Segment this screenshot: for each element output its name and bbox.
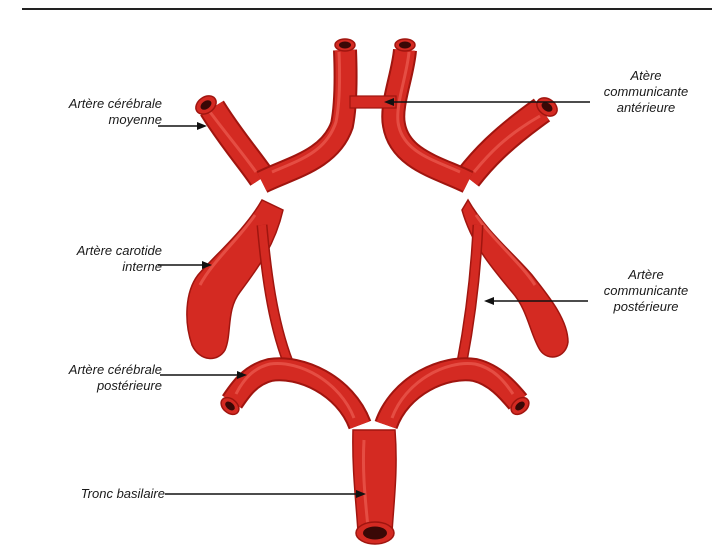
label-basilar-artery: Tronc basilaire <box>10 486 165 502</box>
label-line: antérieure <box>584 100 708 116</box>
label-anterior-communicating-artery: Atère communicante antérieure <box>584 68 708 116</box>
label-posterior-communicating-artery: Artère communicante postérieure <box>584 267 708 315</box>
right-anterior-cerebral-artery <box>393 39 468 182</box>
leader-middle-cerebral <box>158 122 207 130</box>
label-line: Tronc basilaire <box>10 486 165 502</box>
label-line: postérieure <box>10 378 162 394</box>
label-internal-carotid-artery: Artère carotide interne <box>10 243 162 275</box>
label-line: Artère cérébrale <box>10 362 162 378</box>
label-line: Atère <box>584 68 708 84</box>
leader-posterior-cerebral <box>160 371 247 379</box>
label-line: Artère carotide <box>10 243 162 259</box>
leader-anterior-communicating <box>384 98 590 106</box>
label-line: postérieure <box>584 299 708 315</box>
basilar-artery <box>353 430 396 544</box>
label-posterior-cerebral-artery: Artère cérébrale postérieure <box>10 362 162 394</box>
right-middle-cerebral-artery <box>468 94 561 178</box>
right-posterior-communicating-artery <box>462 225 478 362</box>
right-posterior-cerebral-artery <box>386 364 532 425</box>
label-line: Artère <box>584 267 708 283</box>
label-line: Artère cérébrale <box>10 96 162 112</box>
left-anterior-cerebral-artery <box>262 39 355 182</box>
leader-internal-carotid <box>158 261 212 269</box>
label-middle-cerebral-artery: Artère cérébrale moyenne <box>10 96 162 128</box>
left-middle-cerebral-artery <box>192 92 262 178</box>
label-line: interne <box>10 259 162 275</box>
label-line: communicante <box>584 283 708 299</box>
label-line: communicante <box>584 84 708 100</box>
left-posterior-communicating-artery <box>262 225 288 362</box>
leader-basilar <box>165 490 366 498</box>
label-line: moyenne <box>10 112 162 128</box>
